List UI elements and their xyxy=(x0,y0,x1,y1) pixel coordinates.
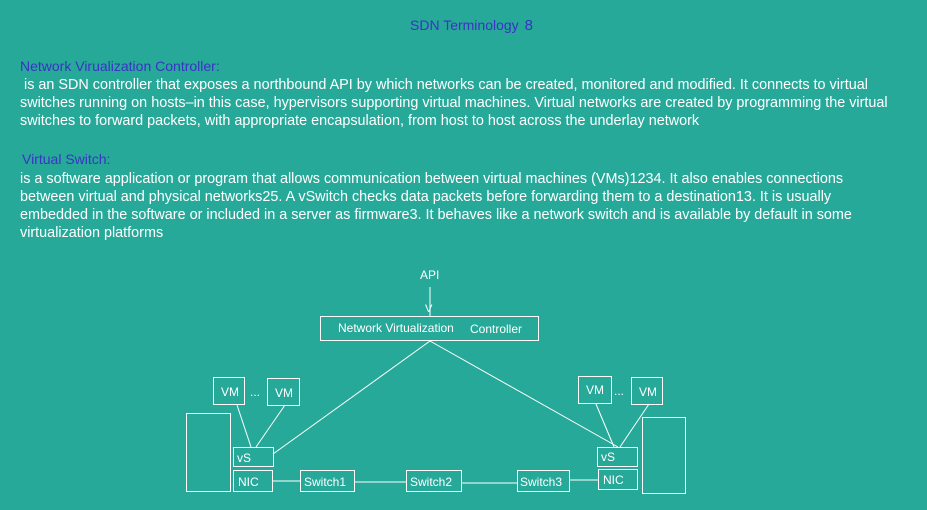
api-label: API xyxy=(420,268,440,282)
right-vm-1-label: VM xyxy=(586,383,604,397)
right-vm1-to-vs-line xyxy=(595,403,615,448)
switch-2-label: Switch2 xyxy=(410,475,453,489)
left-vm-1: VM xyxy=(213,377,245,405)
left-nic: NIC xyxy=(233,470,273,492)
left-vm-ellipsis: ... xyxy=(250,385,261,399)
controller-label: Network Virtualization xyxy=(338,321,454,335)
switch-2: Switch2 xyxy=(406,470,462,492)
left-nic-label: NIC xyxy=(238,475,259,489)
right-vm-2: VM xyxy=(631,377,663,405)
left-vm1-to-vs-line xyxy=(236,404,252,448)
term-network-virtualization-controller: Network Virualization Controller: xyxy=(20,58,220,74)
definition-virtual-switch: is a software application or program tha… xyxy=(20,171,852,241)
network-virtualization-controller-box: Network Virtualization Controller xyxy=(320,316,539,341)
switch-1: Switch1 xyxy=(300,470,355,492)
controller-label-2: Controller xyxy=(470,322,523,336)
right-host-box xyxy=(642,417,686,494)
left-vm2-to-vs-line xyxy=(255,404,286,448)
switch-3: Switch3 xyxy=(517,470,570,492)
left-vswitch-label: vS xyxy=(237,451,252,465)
right-vswitch-label: vS xyxy=(601,450,616,464)
left-vm-1-label: VM xyxy=(221,385,239,399)
right-vm2-to-vs-line xyxy=(619,403,650,448)
left-vswitch: vS xyxy=(233,447,274,467)
right-nic-label: NIC xyxy=(603,473,624,487)
right-nic: NIC xyxy=(598,469,638,490)
api-arrow-head: V xyxy=(425,303,433,315)
controller-to-right-vs-line xyxy=(429,340,619,448)
right-vswitch: vS xyxy=(597,447,638,467)
switch-3-label: Switch3 xyxy=(520,475,563,489)
right-vm-ellipsis: ... xyxy=(614,384,625,398)
switch-1-label: Switch1 xyxy=(304,475,347,489)
definition-network-virtualization-controller: is an SDN controller that exposes a nort… xyxy=(20,77,892,129)
right-vm-2-label: VM xyxy=(639,385,657,399)
left-vm-2-label: VM xyxy=(275,386,293,400)
term-virtual-switch: Virtual Switch: xyxy=(22,151,111,167)
right-vm-1: VM xyxy=(578,376,612,404)
page-number: 8 xyxy=(524,17,534,34)
slide-title-text: SDN Terminology xyxy=(410,17,519,33)
left-vm-2: VM xyxy=(267,378,300,406)
left-host-box xyxy=(186,413,231,492)
slide-title: SDN Terminology 8 xyxy=(410,17,533,34)
controller-to-left-vs-line xyxy=(272,340,431,455)
